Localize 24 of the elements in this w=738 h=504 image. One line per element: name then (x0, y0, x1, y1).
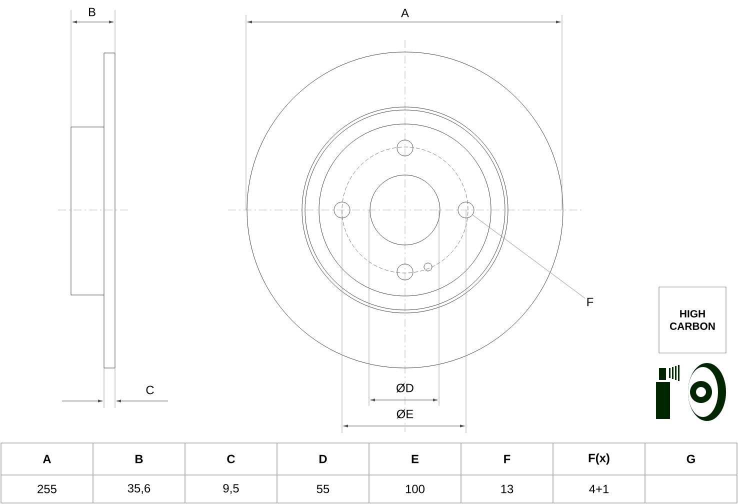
table-header: F(x) (588, 453, 610, 465)
leader-line (472, 214, 586, 299)
dimension-label: C (145, 385, 155, 395)
dimension-label: B (88, 7, 96, 17)
table-header: G (686, 454, 695, 464)
table-value: 9,5 (223, 484, 239, 494)
table-header: B (135, 454, 143, 464)
dimension-label: A (400, 8, 410, 18)
table-value: 255 (38, 484, 56, 494)
table-header: E (412, 454, 419, 464)
table-value: 35,6 (128, 484, 150, 494)
table-header: A (42, 454, 51, 464)
dimension-label: ØD (396, 383, 414, 393)
table-value: 100 (406, 484, 425, 494)
table-header: C (227, 454, 235, 464)
table-value: 55 (316, 484, 330, 494)
table-value: 4+1 (589, 484, 609, 494)
dimension-label: ØE (396, 409, 414, 419)
table-header: D (319, 454, 327, 464)
bolt-hole (458, 202, 474, 218)
label-box: HIGH CARBON (658, 286, 726, 354)
table-value: 13 (501, 484, 514, 494)
table-header: F (504, 454, 510, 464)
callout-letter: F (587, 298, 594, 306)
